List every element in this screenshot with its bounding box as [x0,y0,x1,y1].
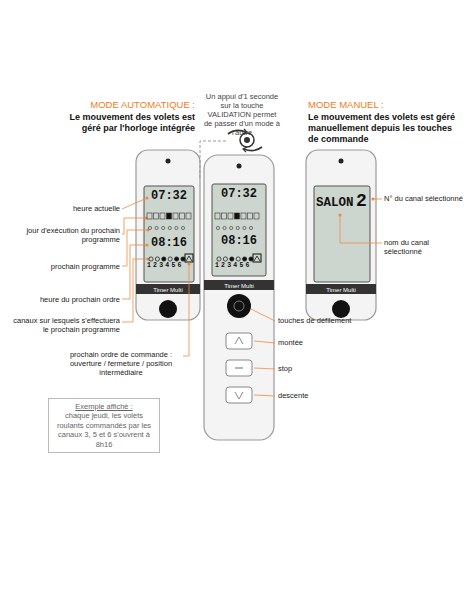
callout-label: nom du canal sélectionné [384,238,466,256]
mode-heading: MODE MANUEL : [308,99,458,110]
lcd-clock: 08:16 [212,235,266,247]
callout-label: heure actuelle [8,204,120,213]
lcd-clock: 07:32 [144,190,194,202]
example-heading: Exemple affiché : [53,402,155,411]
lcd-clock: 08:16 [144,237,194,249]
lcd-channels: 123456 [147,263,187,270]
brand-strip [204,280,274,290]
sensor [166,159,171,164]
brand-name: Timer Multi [306,285,376,295]
mode-description: Le mouvement des volets est géré par l'h… [50,112,195,134]
lcd-channels: 123456 [215,263,255,270]
up-button [226,333,252,349]
lcd-channel-number: 2 [356,192,372,210]
brand-strip [306,284,376,294]
remote-body [306,150,376,320]
instruction-note: Un appui d'1 seconde sur la touche VALID… [203,92,281,137]
down-button [226,387,252,403]
callout-label: stop [278,364,378,373]
callout-label: heure du prochain ordre [8,295,120,304]
callout-label: descente [278,391,378,400]
callout-label: montée [278,338,378,347]
brand-strip [136,284,200,294]
example-text: chaque jeudi, les volets roulants comman… [53,411,155,449]
callout-label: canaux sur lesquels s'effectuera le proc… [8,316,120,334]
remote-body [204,155,274,440]
callout-label: jour d'exécution du prochain programme [8,226,120,244]
callout-label: touches de défilement [278,316,378,325]
callout-label: N° du canal sélectionné [384,194,466,203]
lcd-screen [212,184,266,276]
lcd-screen [144,186,194,282]
dashed-guide [200,141,226,180]
leader-dots [145,197,375,266]
mode-heading: MODE AUTOMATIQUE : [50,99,195,110]
example-box: Exemple affiché :chaque jeudi, les volet… [48,398,160,453]
validation-button [159,300,177,318]
order-icon [185,254,193,262]
callout-label: prochain programme [8,262,120,271]
lcd-channel-name: SALON [316,197,356,210]
lcd-clock: 07:32 [212,188,266,200]
callout-label: prochain ordre de commande : ouverture /… [62,350,180,377]
brand-name: Timer Multi [204,281,274,291]
validation-button [227,294,251,318]
brand-name: Timer Multi [136,285,200,295]
mode-description: Le mouvement des volets est géré manuell… [308,112,464,144]
stop-button [226,360,252,376]
remote-body [136,150,200,320]
